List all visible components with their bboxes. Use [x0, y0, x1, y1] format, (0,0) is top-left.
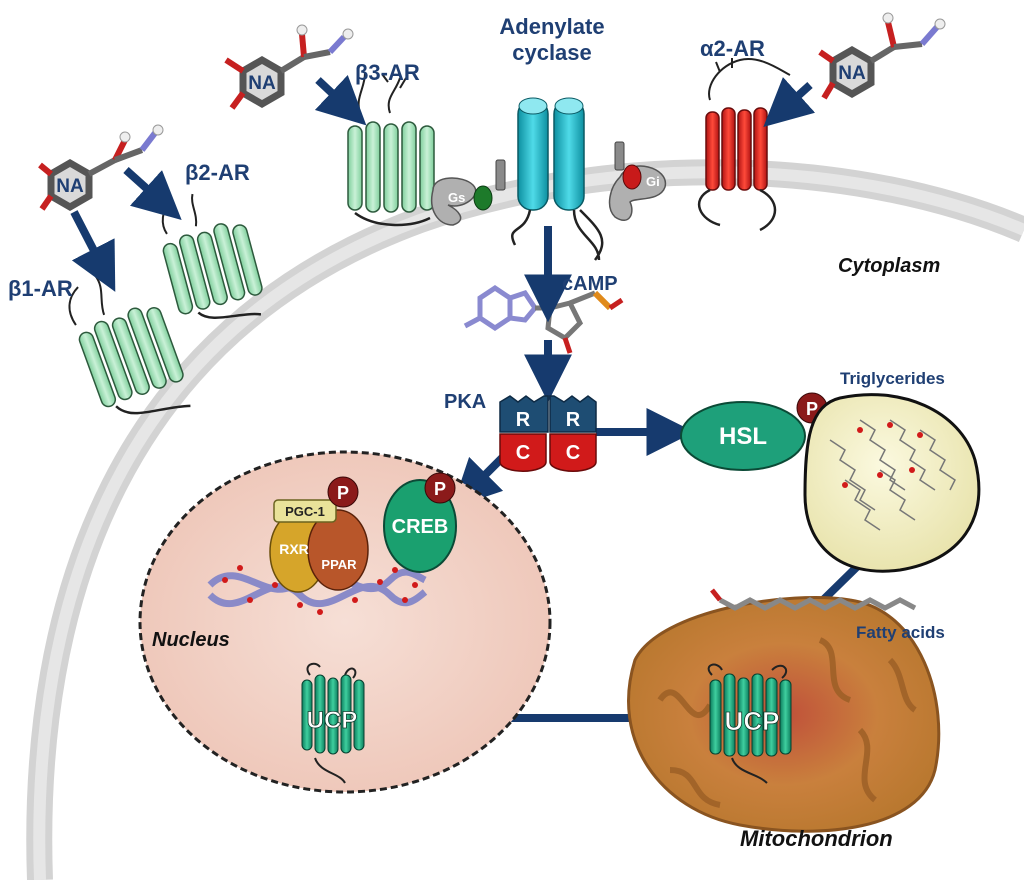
beta2-receptor [161, 193, 263, 319]
hsl-phospho-label: P [806, 399, 818, 419]
pka-complex: R R C C [499, 395, 597, 472]
triglyceride-droplet [803, 393, 981, 573]
cytoplasm-label: Cytoplasm [838, 255, 940, 277]
gi-label: Gi [646, 174, 660, 189]
gs-protein: Gs [431, 159, 506, 226]
pgc1 [273, 499, 337, 523]
beta1-label: β1-AR [8, 276, 73, 301]
ucp-mito-label: UCP [725, 706, 780, 736]
ppar-label: PPAR [321, 557, 357, 572]
creb-phospho [424, 472, 456, 504]
pka-c-label-right: C [566, 442, 580, 464]
arrow-na-beta2 [123, 167, 182, 220]
beta3-label: β3-AR [355, 60, 420, 85]
beta2-label: β2-AR [185, 160, 250, 185]
adenylate-label-line1: Adenylate [499, 14, 604, 39]
transcription-complex: RXR PPAR PGC-1 P [269, 476, 369, 593]
ucp-nuclear-label: UCP [307, 707, 358, 734]
noradrenaline-molecule: NA [38, 124, 164, 212]
beta3-receptor [347, 72, 435, 227]
arrow-na-beta3 [314, 74, 367, 126]
alpha2-receptor [698, 58, 791, 232]
ucp-mitochondrial: UCP [707, 663, 792, 784]
triglycerides-label: Triglycerides [840, 369, 945, 388]
na-label-3: NA [838, 63, 866, 84]
na-label-1: NA [56, 176, 84, 197]
arrow-na-alpha2 [763, 77, 816, 127]
gs-label: Gs [448, 190, 465, 205]
arrow-na-beta1 [70, 210, 116, 292]
pka-r-label-right: R [566, 409, 581, 431]
creb-phospho-label: P [434, 479, 446, 499]
pka-r-label-left: R [516, 409, 531, 431]
ucp-nuclear: UCP [301, 662, 365, 784]
gi-protein: Gi [608, 141, 666, 222]
hsl-enzyme: HSL P [680, 392, 828, 471]
na-label-2: NA [248, 73, 276, 94]
adenylate-cyclase [511, 97, 604, 261]
creb: CREB P [383, 472, 457, 573]
alpha2-label: α2-AR [700, 36, 765, 61]
pgc1-phospho [327, 476, 359, 508]
arrow-pka-creb [452, 452, 508, 508]
beta1-receptor [68, 274, 191, 415]
nucleus-label: Nucleus [152, 629, 230, 651]
adenylate-label-line2: cyclase [512, 40, 592, 65]
pgc1-phospho-label: P [337, 483, 349, 503]
noradrenaline-molecule: NA [818, 12, 946, 100]
hsl-label: HSL [719, 423, 767, 450]
fatty-acid-chain [710, 588, 917, 611]
noradrenaline-molecule: NA [224, 24, 354, 110]
pka-label: PKA [444, 391, 486, 413]
pka-c-label-left: C [516, 442, 530, 464]
camp-label: cAMP [562, 273, 618, 295]
pgc1-label: PGC-1 [285, 504, 325, 519]
mitochondrion-label: Mitochondrion [740, 826, 893, 851]
fatty-acids-label: Fatty acids [856, 623, 945, 642]
ppar [307, 509, 369, 591]
creb-label: CREB [392, 516, 449, 538]
camp-molecule [463, 284, 624, 354]
rxr-label: RXR [279, 541, 309, 557]
